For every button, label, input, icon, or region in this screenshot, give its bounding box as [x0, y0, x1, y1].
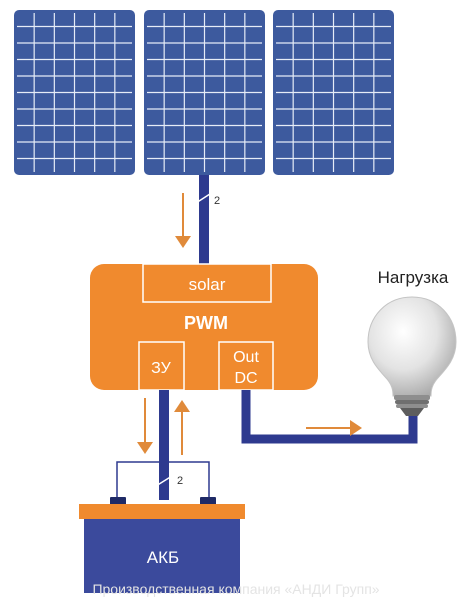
terminal-wire-positive	[168, 461, 210, 502]
solar-input-box	[142, 263, 272, 303]
battery-body	[84, 519, 240, 593]
terminal-wire-negative	[116, 461, 160, 502]
solar-panel-left	[14, 10, 135, 175]
battery: АКБ	[79, 497, 245, 593]
wire-count-top: 2	[214, 195, 220, 207]
battery-top	[79, 504, 245, 519]
solar-panel-right	[273, 10, 394, 175]
out-label-line1: Out	[233, 349, 259, 366]
battery-label: АКБ	[147, 548, 179, 567]
load-label: Нагрузка	[378, 268, 449, 287]
wire-tick-bottom	[155, 475, 173, 487]
wire-count-bottom: 2	[177, 475, 183, 487]
battery-terminal-left	[110, 497, 126, 505]
controller-title: PWM	[184, 313, 228, 333]
pwm-controller: solar PWM ЗУ Out DC	[90, 263, 318, 391]
charger-label: ЗУ	[151, 360, 171, 377]
battery-terminal-right	[200, 497, 216, 505]
solar-label: solar	[189, 275, 226, 294]
out-label-line2: DC	[234, 370, 257, 387]
wire-tick-top	[195, 191, 214, 204]
load-wire	[241, 390, 418, 444]
battery-wire-pair	[159, 390, 169, 500]
watermark: Производственная компания «АНДИ Групп»	[92, 581, 379, 597]
panel-wire	[199, 175, 209, 267]
solar-panel-center	[144, 10, 265, 175]
lightbulb-icon	[367, 296, 457, 416]
